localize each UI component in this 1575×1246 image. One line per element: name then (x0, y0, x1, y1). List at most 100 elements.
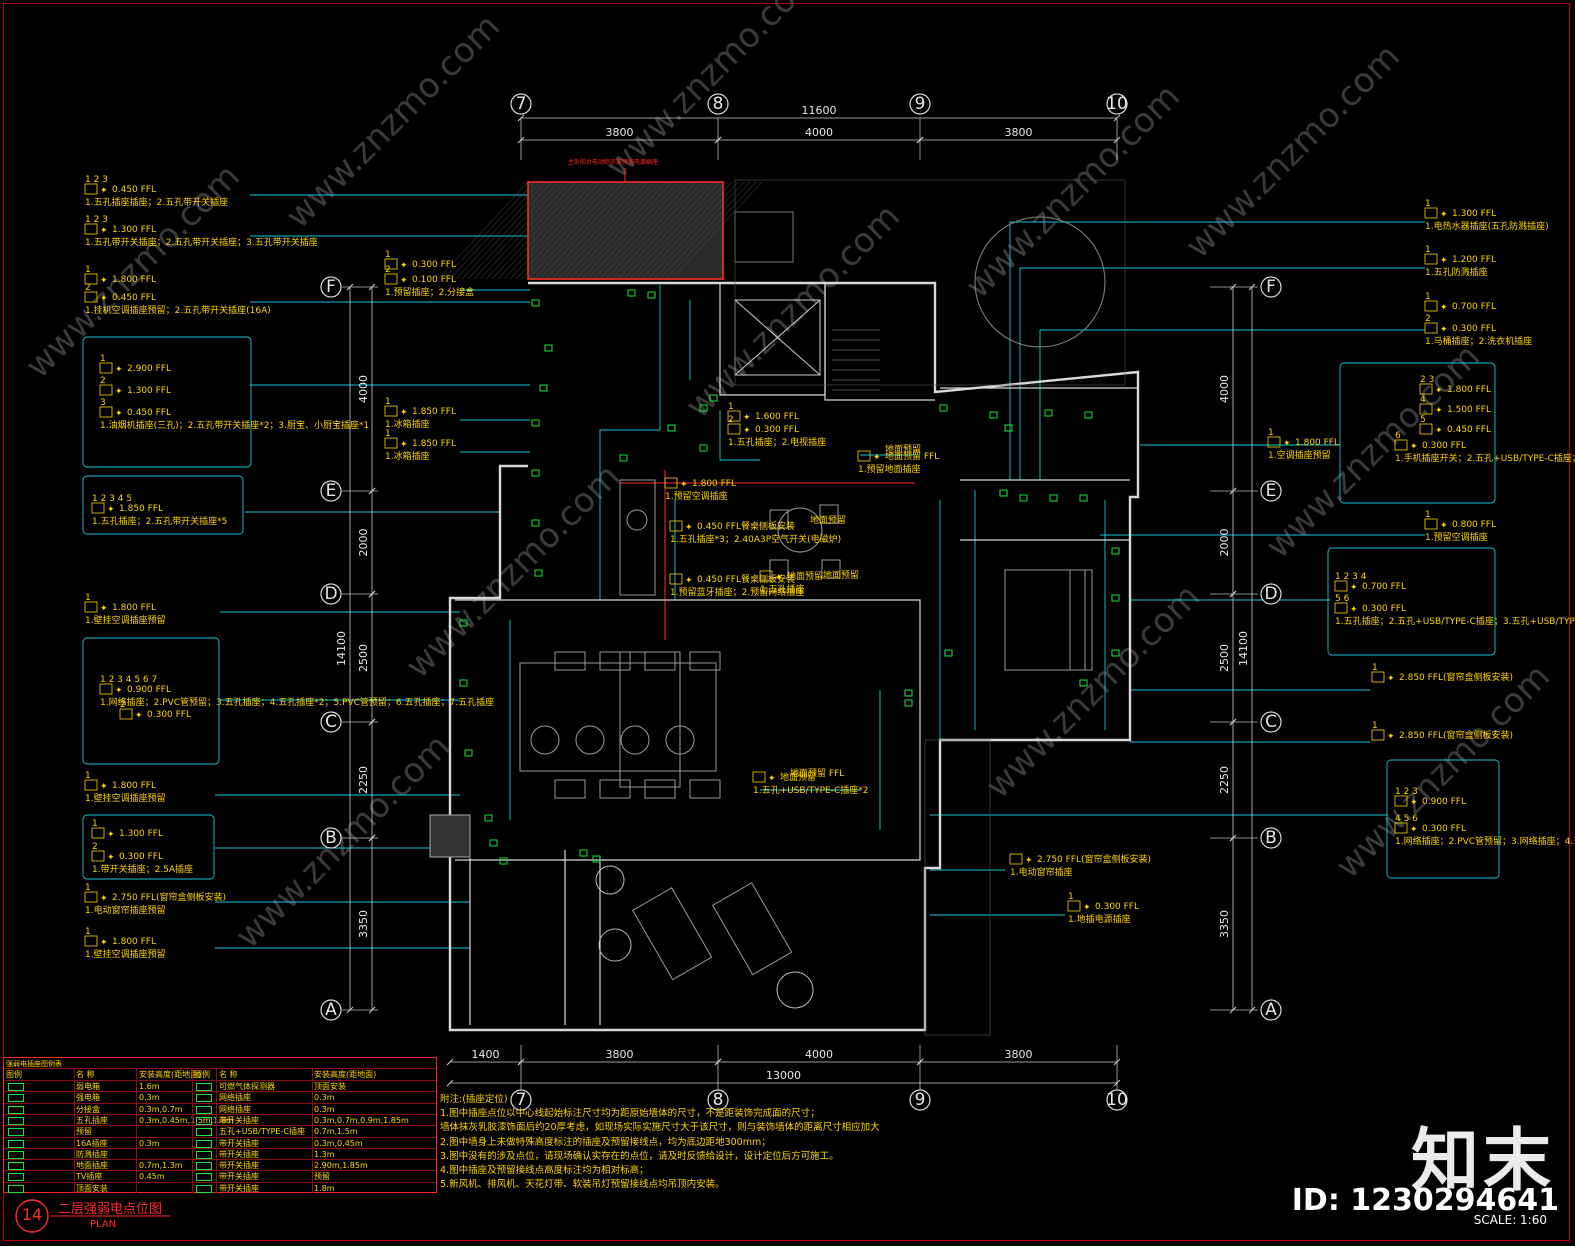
grid-bubble-top-label: 7 (516, 94, 527, 114)
outlet-marker (531, 469, 540, 477)
dining-chair (689, 779, 721, 799)
height-label: 0.300 FFL (1422, 824, 1466, 834)
height-marker: ✦ (1283, 439, 1291, 449)
dim-right-span: 2000 (1218, 529, 1231, 557)
height-label: 0.450 FFL (1447, 425, 1491, 435)
dining-chair (644, 779, 676, 799)
grid-bubble-left-label: C (325, 712, 337, 732)
legend-col-header: 安装高度(距地面) (314, 1070, 377, 1079)
height-marker: ✦ (1410, 798, 1418, 808)
height-label: 地面预留 FFL (885, 450, 939, 462)
watermark-text: www.znzmo.com (398, 456, 628, 686)
outlet-symbol (99, 362, 113, 374)
plate (530, 725, 560, 755)
legend-divider (216, 1068, 217, 1193)
circuit-numbers: 1 (85, 771, 91, 781)
hatch-line (611, 181, 703, 280)
outlet-symbol (727, 423, 741, 435)
outlet-symbol (384, 405, 398, 417)
hatch-line (605, 181, 697, 280)
outlet-marker (1111, 547, 1120, 555)
center-annotation: ✦2.750 FFL(窗帘盒侧板安装)1.电动窗帘插座 (1009, 853, 1151, 878)
annotation-note: 1.手机插座开关；2.五孔+USB/TYPE-C插座；3.电动窗帘开关插座；4.… (1395, 452, 1575, 464)
outlet-symbol (1419, 403, 1433, 415)
height-label: 2.850 FFL(窗帘盒侧板安装) (1399, 729, 1513, 741)
dim-left-span-tick (368, 834, 376, 842)
dim-top-span-tick (916, 136, 924, 144)
sun-lounger (711, 882, 793, 976)
height-label: 0.700 FFL (1362, 582, 1406, 592)
legend-symbol (8, 1094, 24, 1103)
height-marker: ✦ (743, 426, 751, 436)
height-label: 0.900 FFL (127, 685, 171, 695)
dim-left-span-tick (368, 1006, 376, 1014)
brand-watermark: 知末 (1410, 1122, 1555, 1201)
right-annotation: 1✦0.700 FFL (1424, 292, 1496, 313)
hatch-line (563, 181, 655, 280)
dim-top-total-tick (1113, 114, 1121, 122)
height-label: 1.200 FFL (1452, 255, 1496, 265)
outlet-marker (531, 419, 540, 427)
outlet-symbol (664, 477, 678, 489)
room-label: 地面预留 FFL (790, 767, 844, 779)
dim-top-span-tick (517, 136, 525, 144)
height-marker: ✦ (1440, 303, 1448, 313)
outlet-symbol (669, 573, 683, 585)
height-marker: ✦ (100, 226, 108, 236)
height-marker: ✦ (115, 686, 123, 696)
circuit-numbers: 1 (92, 819, 98, 829)
legend-col-header: 图例 (6, 1070, 22, 1079)
hatch-line (509, 181, 601, 280)
outlet-marker (1111, 594, 1120, 602)
height-label: 0.450 FFL餐桌侧板安装 (697, 520, 795, 532)
height-marker: ✦ (1435, 406, 1443, 416)
height-label: 0.300 FFL (755, 425, 799, 435)
dim-right-span: 4000 (1218, 375, 1231, 403)
dim-right-span-tick (1229, 1006, 1237, 1014)
annotation-note: 1.五孔防溅插座 (1425, 266, 1488, 278)
legend-symbol (196, 1173, 212, 1182)
height-label: 0.450 FFL餐桌侧板安装 (697, 573, 795, 585)
outlet-marker (699, 404, 708, 412)
height-marker: ✦ (107, 505, 115, 515)
dining-chair (599, 651, 631, 671)
elevator-x (734, 299, 821, 376)
annotation-note: 1.壁挂空调插座预留 (85, 614, 166, 626)
lounge-chair (819, 504, 839, 524)
grid-bubble-top (707, 93, 729, 115)
dim-top-span: 4000 (805, 126, 833, 139)
walls: 主卧阳台电动晾衣架预留电源插座 (437, 158, 1140, 1036)
legend-divider (74, 1068, 75, 1193)
legend-col-header: 安装高度(距地面) (139, 1070, 202, 1079)
circuit-numbers: 5 6 (1335, 594, 1350, 604)
dim-top-total: 11600 (802, 104, 837, 117)
grid-bubble-right (1260, 480, 1282, 502)
height-marker: ✦ (100, 276, 108, 286)
leader-lines (215, 194, 1425, 949)
note-line: 5.新风机、排风机、天花灯带、软装吊灯预留接线点均吊顶内安装。 (440, 1179, 725, 1191)
dim-left-total-tick (346, 1006, 354, 1014)
annotation-note: 1.五孔插座；2.五孔带开关插座*5 (92, 515, 227, 527)
scale-label: SCALE: 1:60 (1473, 1213, 1547, 1227)
height-label: 0.800 FFL (1452, 520, 1496, 530)
height-label: 2.750 FFL(窗帘盒侧板安装) (1037, 853, 1151, 865)
grid-bubble-bottom-label: 7 (516, 1090, 527, 1110)
left-annotation: 1 2 3 4 5 6 7✦0.900 FFL1.网络插座；2.PVC管预留；3… (99, 675, 494, 708)
skylight (734, 211, 794, 263)
outlet-symbol (1424, 300, 1438, 312)
grid-bubble-right-label: E (1266, 481, 1277, 501)
outlet-marker (1044, 409, 1053, 417)
height-label: 2.900 FFL (127, 364, 171, 374)
legend-symbol (196, 1128, 212, 1137)
annotation-note: 1.五孔插座*3；2.40A3P空气开关(电磁炉) (670, 533, 841, 545)
dim-right-span: 2500 (1218, 644, 1231, 672)
grid-bubble-left-label: D (324, 584, 337, 604)
right-annotation: 4✦1.500 FFL (1419, 395, 1491, 416)
height-label: 0.300 FFL (1452, 324, 1496, 334)
